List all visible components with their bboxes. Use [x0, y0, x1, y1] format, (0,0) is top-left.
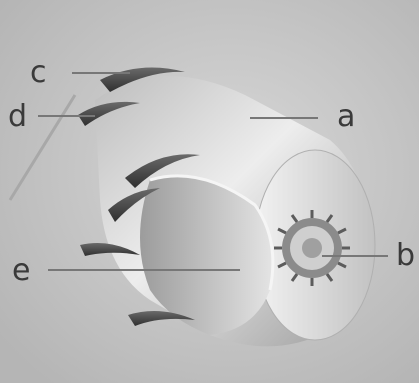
label-b: b: [396, 238, 415, 273]
label-e: e: [12, 253, 30, 288]
label-a: a: [337, 99, 355, 134]
label-c: c: [30, 55, 47, 90]
label-d: d: [8, 99, 27, 134]
